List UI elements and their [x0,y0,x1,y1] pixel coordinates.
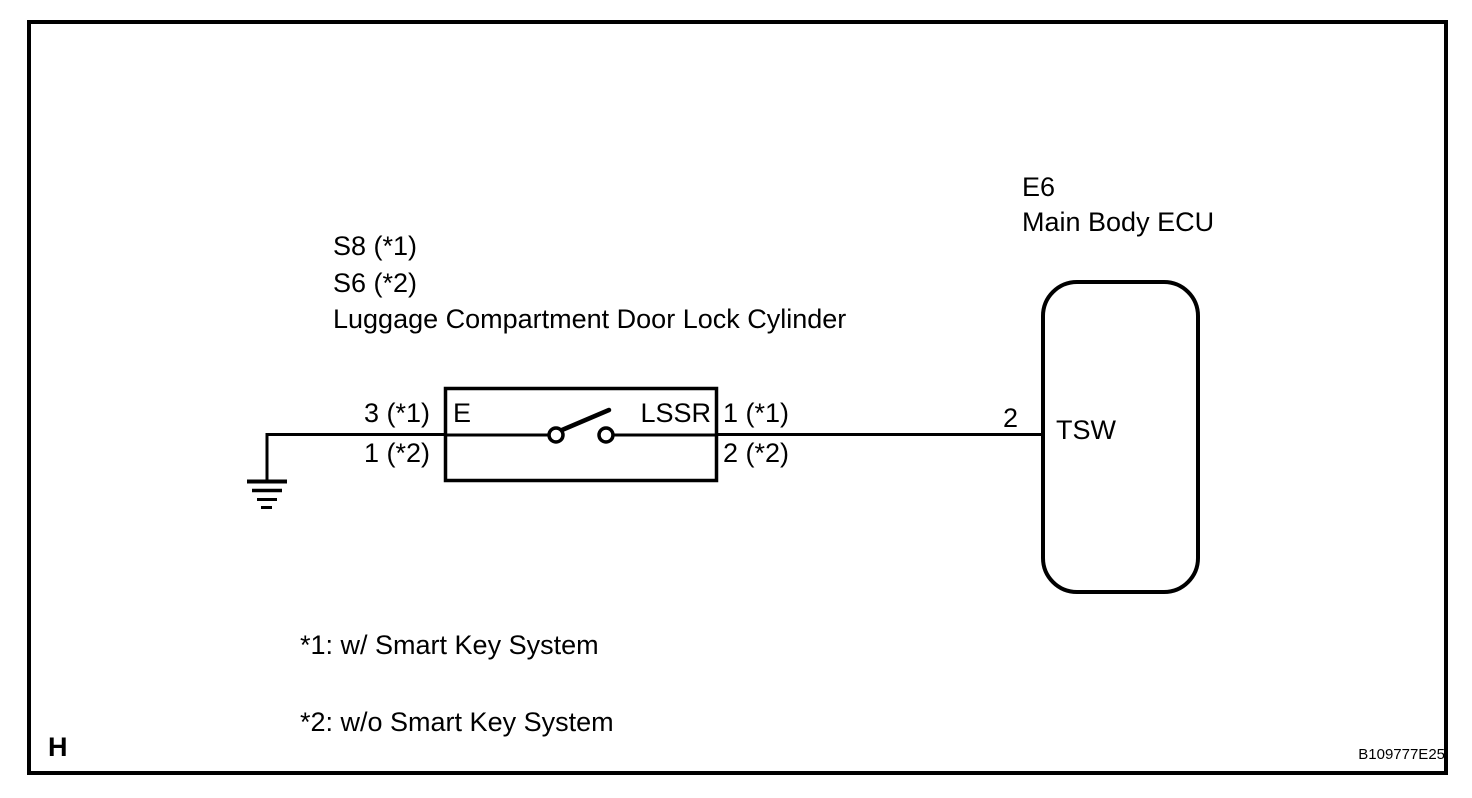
ecu-label-block: E6 Main Body ECU [1022,170,1214,240]
page-marker: H [48,732,68,762]
ecu-name: Main Body ECU [1022,207,1215,237]
pin-label-right-bottom: 2 (*2) [723,438,790,468]
page-border [27,20,1448,775]
pin-label-left-top: 3 (*1) [363,398,430,428]
footnote-1: *1: w/ Smart Key System [300,630,599,660]
ecu-code: E6 [1022,172,1056,202]
figure-id: B109777E25 [1358,746,1445,763]
switch-symbol [547,407,615,444]
component-code-2: S6 (*2) [333,267,418,298]
ecu-box [1041,280,1200,594]
component-label-block: S8 (*1) S6 (*2) Luggage Compartment Door… [333,228,846,338]
footnote-2: *2: w/o Smart Key System [300,707,614,737]
ecu-terminal-label: TSW [1056,415,1116,445]
terminal-label-e: E [453,398,472,428]
ecu-pin-number: 2 [1002,403,1018,433]
pin-label-left-bottom: 1 (*2) [363,438,430,468]
ground-symbol [247,479,287,509]
component-code-1: S8 (*1) [333,231,418,261]
pin-label-right-top: 1 (*1) [723,398,790,428]
terminal-label-lssr: LSSR [640,398,711,428]
component-name: Luggage Compartment Door Lock Cylinder [333,304,847,334]
wire-ground-to-switch [265,433,445,481]
